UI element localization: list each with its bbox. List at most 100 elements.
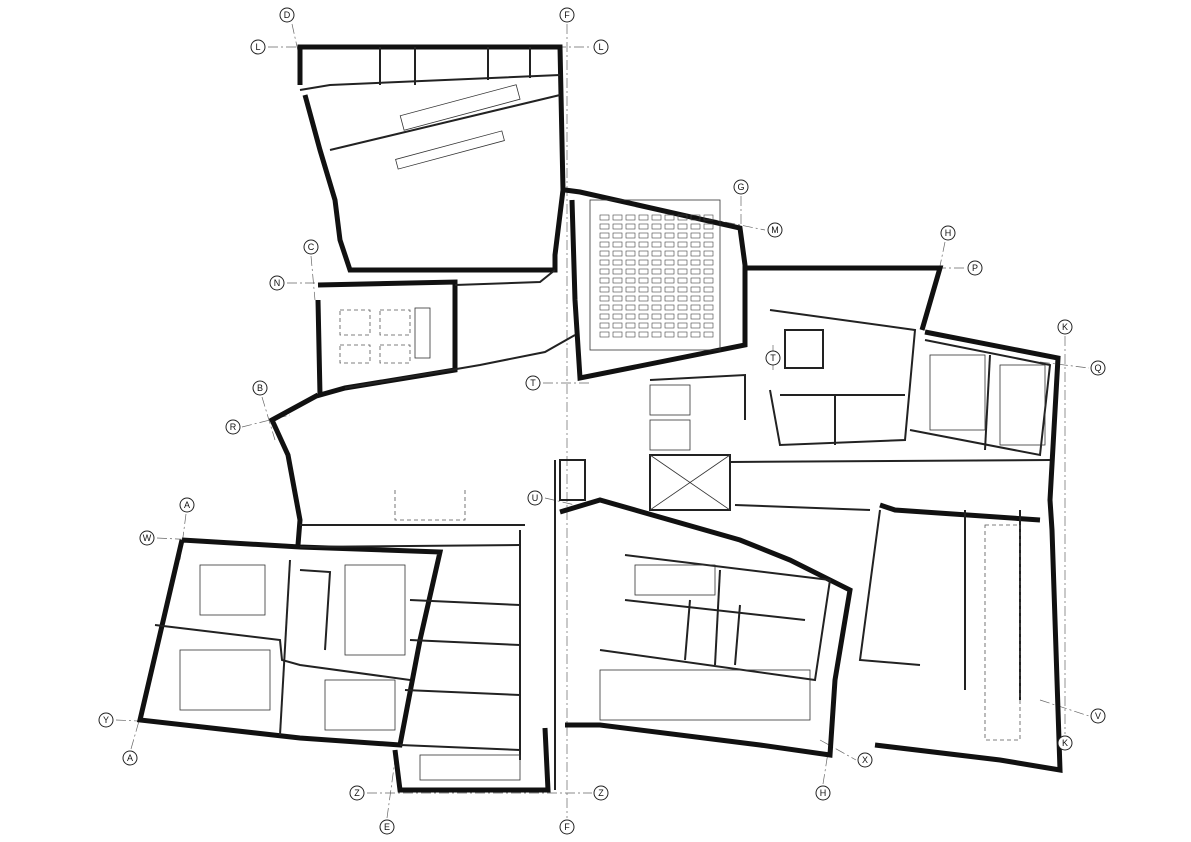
grid-bubble-k-top: K bbox=[1057, 319, 1073, 335]
auditorium-seat bbox=[625, 313, 636, 320]
grid-bubble-b: B bbox=[252, 380, 268, 396]
svg-text:T: T bbox=[770, 353, 776, 363]
grid-bubble-c: C bbox=[303, 239, 319, 255]
auditorium-seat bbox=[625, 259, 636, 266]
auditorium-seat bbox=[612, 331, 623, 338]
svg-text:F: F bbox=[564, 822, 570, 832]
auditorium-seat bbox=[703, 250, 714, 257]
auditorium-seat bbox=[638, 286, 649, 293]
auditorium-seat bbox=[664, 232, 675, 239]
auditorium-seat bbox=[664, 241, 675, 248]
grid-bubble-g: G bbox=[733, 179, 749, 195]
svg-text:K: K bbox=[1062, 738, 1068, 748]
auditorium-seat bbox=[599, 223, 610, 230]
auditorium-seat bbox=[703, 259, 714, 266]
auditorium-seat bbox=[625, 331, 636, 338]
grid-bubbles: D F L L G M H P C N K Q T T B R U A W Y … bbox=[98, 7, 1106, 835]
auditorium-seat bbox=[612, 277, 623, 284]
auditorium-seat bbox=[651, 277, 662, 284]
grid-bubble-h-bottom: H bbox=[815, 785, 831, 801]
svg-text:Q: Q bbox=[1094, 363, 1101, 373]
auditorium-seat bbox=[612, 214, 623, 221]
grid-bubble-f-top: F bbox=[559, 7, 575, 23]
auditorium-seat bbox=[612, 304, 623, 311]
auditorium-seat bbox=[612, 313, 623, 320]
svg-text:B: B bbox=[257, 383, 263, 393]
auditorium-seat bbox=[690, 232, 701, 239]
furniture bbox=[179, 84, 1046, 781]
grid-bubble-y: Y bbox=[98, 712, 114, 728]
svg-text:R: R bbox=[230, 422, 237, 432]
auditorium-seat bbox=[599, 277, 610, 284]
auditorium-seat bbox=[690, 331, 701, 338]
auditorium-seat bbox=[651, 331, 662, 338]
svg-text:A: A bbox=[184, 500, 190, 510]
auditorium-seat bbox=[664, 322, 675, 329]
svg-text:G: G bbox=[737, 182, 744, 192]
grid-bubble-z-left: Z bbox=[349, 785, 365, 801]
auditorium-seat bbox=[677, 277, 688, 284]
auditorium-seat bbox=[664, 295, 675, 302]
auditorium-seat bbox=[703, 268, 714, 275]
svg-text:U: U bbox=[532, 493, 539, 503]
auditorium-seat bbox=[625, 250, 636, 257]
grid-bubble-n: N bbox=[269, 275, 285, 291]
grid-bubble-m: M bbox=[767, 222, 783, 238]
auditorium-seat bbox=[690, 286, 701, 293]
auditorium-seat bbox=[612, 250, 623, 257]
svg-text:P: P bbox=[972, 263, 978, 273]
svg-text:N: N bbox=[274, 278, 281, 288]
svg-text:D: D bbox=[284, 10, 291, 20]
auditorium-seat bbox=[664, 313, 675, 320]
auditorium-seat bbox=[664, 268, 675, 275]
svg-text:V: V bbox=[1095, 711, 1101, 721]
auditorium-seat bbox=[625, 286, 636, 293]
svg-text:L: L bbox=[255, 42, 260, 52]
auditorium-seat bbox=[703, 232, 714, 239]
auditorium-seat bbox=[690, 313, 701, 320]
auditorium-seat bbox=[703, 313, 714, 320]
auditorium-seat bbox=[625, 214, 636, 221]
auditorium-seat bbox=[651, 259, 662, 266]
auditorium-seat bbox=[703, 214, 714, 221]
grid-bubble-z-right: Z bbox=[593, 785, 609, 801]
auditorium-seat bbox=[599, 232, 610, 239]
auditorium-seat bbox=[612, 322, 623, 329]
auditorium-seat bbox=[599, 214, 610, 221]
auditorium-seat bbox=[638, 259, 649, 266]
interior-walls bbox=[154, 47, 1052, 790]
auditorium-seat bbox=[690, 259, 701, 266]
auditorium-seat bbox=[703, 223, 714, 230]
auditorium-seat bbox=[625, 322, 636, 329]
auditorium-seat bbox=[651, 295, 662, 302]
auditorium-seat bbox=[690, 250, 701, 257]
grid-bubble-f-bottom: F bbox=[559, 819, 575, 835]
exterior-walls bbox=[136, 44, 1063, 793]
svg-text:C: C bbox=[308, 242, 315, 252]
auditorium-seat bbox=[703, 277, 714, 284]
auditorium-seat bbox=[651, 304, 662, 311]
svg-text:H: H bbox=[820, 788, 827, 798]
auditorium-seat bbox=[690, 277, 701, 284]
svg-text:M: M bbox=[771, 225, 779, 235]
auditorium-seat bbox=[664, 304, 675, 311]
auditorium-seat bbox=[703, 286, 714, 293]
auditorium-seat bbox=[638, 331, 649, 338]
auditorium-seat bbox=[690, 223, 701, 230]
svg-text:F: F bbox=[564, 10, 570, 20]
svg-text:T: T bbox=[530, 378, 536, 388]
auditorium-seat bbox=[664, 223, 675, 230]
auditorium-seat bbox=[651, 241, 662, 248]
auditorium-seat bbox=[651, 223, 662, 230]
auditorium-seat bbox=[599, 250, 610, 257]
auditorium-seat bbox=[664, 286, 675, 293]
grid-bubble-h-top: H bbox=[940, 225, 956, 241]
auditorium-seat bbox=[599, 331, 610, 338]
svg-text:H: H bbox=[945, 228, 952, 238]
auditorium-seat bbox=[677, 214, 688, 221]
grid-bubble-p: P bbox=[967, 260, 983, 276]
stair-seating-right bbox=[999, 364, 1046, 446]
grid-bubble-d-top: D bbox=[279, 7, 295, 23]
grid-bubble-x: X bbox=[857, 752, 873, 768]
auditorium-seat bbox=[638, 304, 649, 311]
